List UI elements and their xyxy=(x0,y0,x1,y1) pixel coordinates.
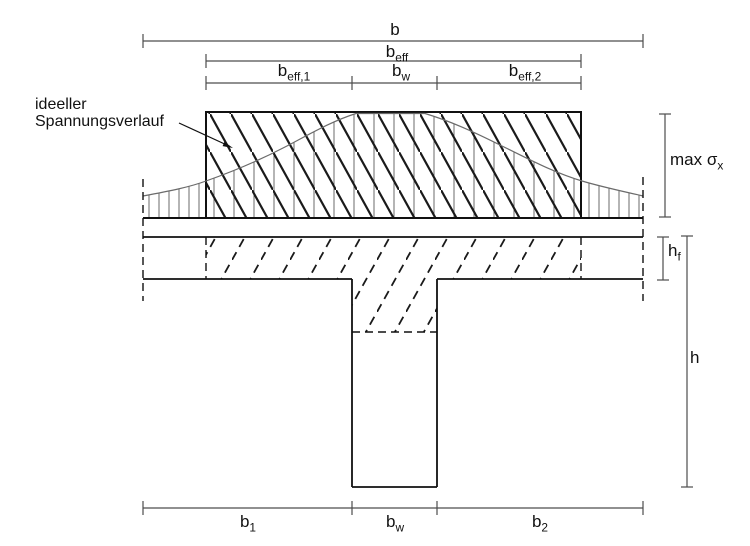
idealized-stress-block xyxy=(205,111,582,219)
compression-zone-flange-hatch xyxy=(206,237,581,279)
annotation-leader xyxy=(178,122,233,148)
dim-label-h: h xyxy=(690,348,700,367)
compression-zone-web-hatch xyxy=(352,279,437,332)
dim-label-beff: beff xyxy=(385,42,409,65)
dim-label-bw-bottom: bw xyxy=(385,512,405,535)
dim-label-b1: b1 xyxy=(239,512,257,535)
stress-curve xyxy=(142,112,644,197)
annotation-line1: ideeller xyxy=(35,96,87,113)
dim-label-beff2: beff,2 xyxy=(508,61,542,84)
leader-arrowhead xyxy=(222,141,233,148)
t-beam-cross-section xyxy=(142,177,644,488)
dim-label-hf: hf xyxy=(668,241,681,264)
dim-label-b: b xyxy=(390,20,400,39)
annotation-line2: Spannungsverlauf xyxy=(35,113,164,130)
dim-label-b2: b2 xyxy=(531,512,549,535)
dim-label-bw-top: bw xyxy=(391,61,411,84)
dimension-lines xyxy=(142,34,693,515)
annotation-ideeller-spannungsverlauf: ideeller Spannungsverlauf xyxy=(35,96,164,130)
dim-label-max-sigma-x: max σx xyxy=(670,150,724,173)
stress-distribution xyxy=(142,111,644,219)
dim-label-beff1: beff,1 xyxy=(277,61,311,84)
